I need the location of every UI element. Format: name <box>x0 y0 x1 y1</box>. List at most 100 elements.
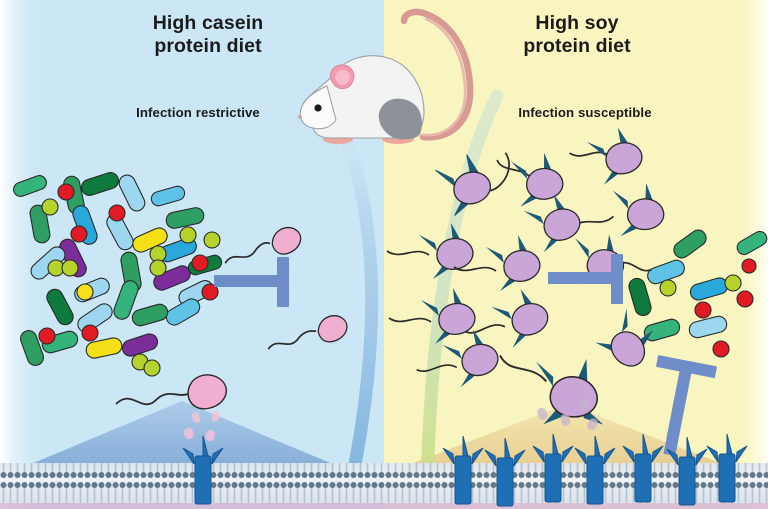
pathogen-body <box>526 167 564 200</box>
receptor-group <box>182 433 748 507</box>
bacterium-rod <box>121 333 159 357</box>
bacterium-coccus <box>724 274 742 292</box>
bacterium-rod <box>113 280 139 320</box>
left-panel-title: High casein protein diet <box>78 12 338 57</box>
right-microbiota-cluster <box>628 229 768 358</box>
bacterium-coccus <box>149 259 167 277</box>
flagellum <box>416 364 458 372</box>
bacterium-rod <box>77 303 113 333</box>
bacterium-rod <box>46 288 74 326</box>
bacterium-rod <box>165 298 201 326</box>
bacterium-rod <box>688 315 728 339</box>
bacterium-coccus <box>203 231 221 249</box>
pathogen-body <box>503 249 541 282</box>
bacterium-rod <box>85 337 123 359</box>
flagellum <box>499 354 548 383</box>
bacterium-rod <box>80 172 120 196</box>
mouse-nose <box>298 115 302 119</box>
mouse-tail <box>400 8 474 141</box>
bacterium-rod <box>165 207 205 229</box>
bacterium-rod <box>131 303 169 327</box>
receptor-trident <box>622 433 664 503</box>
receptor-trident <box>442 435 484 505</box>
bacterium-coccus <box>41 198 59 216</box>
right-inhibition-tbar <box>548 254 623 304</box>
mouse-eye <box>314 104 322 112</box>
bacterium-coccus <box>76 283 94 301</box>
bacterium-coccus <box>741 258 757 274</box>
bacterium-coccus <box>201 283 219 301</box>
bacterium-coccus <box>712 340 730 358</box>
pathogen-body <box>511 302 549 336</box>
bacterium-coccus <box>694 301 712 319</box>
mouse-tail-highlight <box>421 17 467 137</box>
bacterium-coccus <box>38 327 56 345</box>
bacterium-coccus <box>57 183 75 201</box>
bacterium-rod <box>118 174 146 212</box>
bacterium-coccus <box>61 259 79 277</box>
left-inhibition-tbar <box>214 257 289 307</box>
bacterium-rod <box>673 229 707 259</box>
flagellum <box>464 324 506 334</box>
bacterium-coccus <box>191 254 209 272</box>
bacterium-coccus <box>108 204 126 222</box>
left-attached-pathogen <box>115 374 228 442</box>
pathogen-body <box>610 331 645 367</box>
pathogen-body <box>438 302 476 335</box>
receptor-trident <box>706 433 748 503</box>
pathogen-body <box>461 343 499 377</box>
flagellum <box>388 317 432 323</box>
pathogen-body <box>436 237 474 270</box>
left-title-line1: High casein <box>152 12 264 34</box>
pathogen-body <box>271 226 302 255</box>
mouse <box>298 8 474 144</box>
pathogen-body <box>543 208 581 241</box>
left-mucus-mound <box>12 401 352 472</box>
left-microbiota-cluster <box>13 172 223 377</box>
mouse-haunch <box>378 98 422 140</box>
flagellum <box>115 392 189 406</box>
bacterium-coccus <box>70 225 88 243</box>
right-title-line1: High soy <box>535 12 619 34</box>
left-pathogen-group <box>115 226 348 442</box>
left-title-line2: protein diet <box>154 34 262 57</box>
receptor-trident <box>484 437 526 507</box>
right-panel-title: High soy protein diet <box>452 12 702 57</box>
bacterium-rod <box>13 175 47 197</box>
receptor-trident <box>574 435 616 505</box>
pathogen-body <box>605 142 643 175</box>
left-barrier-arc <box>331 111 379 487</box>
flagellum <box>453 266 497 272</box>
pathogen-body <box>317 315 348 343</box>
mouse-ear-inner <box>335 70 350 85</box>
pathogen-body <box>626 198 665 231</box>
flagellum <box>386 250 430 256</box>
bacterium-rod <box>20 330 44 366</box>
right-epithelium-inhibition-tbar <box>656 355 717 456</box>
receptor-trident <box>532 433 574 503</box>
flagellum <box>267 330 317 350</box>
right-secretion-marks <box>537 398 598 431</box>
bacterium-rod <box>150 185 186 207</box>
receptor-trident <box>666 436 708 506</box>
bacterium-coccus <box>736 290 754 308</box>
bacterium-rod <box>643 318 681 342</box>
bacterium-rod <box>628 277 652 317</box>
left-panel-subtitle: Infection restrictive <box>136 105 260 120</box>
secretion-marks <box>183 411 220 442</box>
flagellum <box>496 159 533 179</box>
flagellum <box>224 242 271 264</box>
right-panel-subtitle: Infection susceptible <box>518 105 652 120</box>
bacterium-coccus <box>659 279 677 297</box>
bacterium-rod <box>29 204 51 244</box>
bacterium-rod <box>736 230 768 256</box>
bacterium-coccus <box>143 359 161 377</box>
receptor-trident <box>182 435 224 505</box>
pathogen-body <box>187 374 228 410</box>
bacterium-coccus <box>81 324 99 342</box>
